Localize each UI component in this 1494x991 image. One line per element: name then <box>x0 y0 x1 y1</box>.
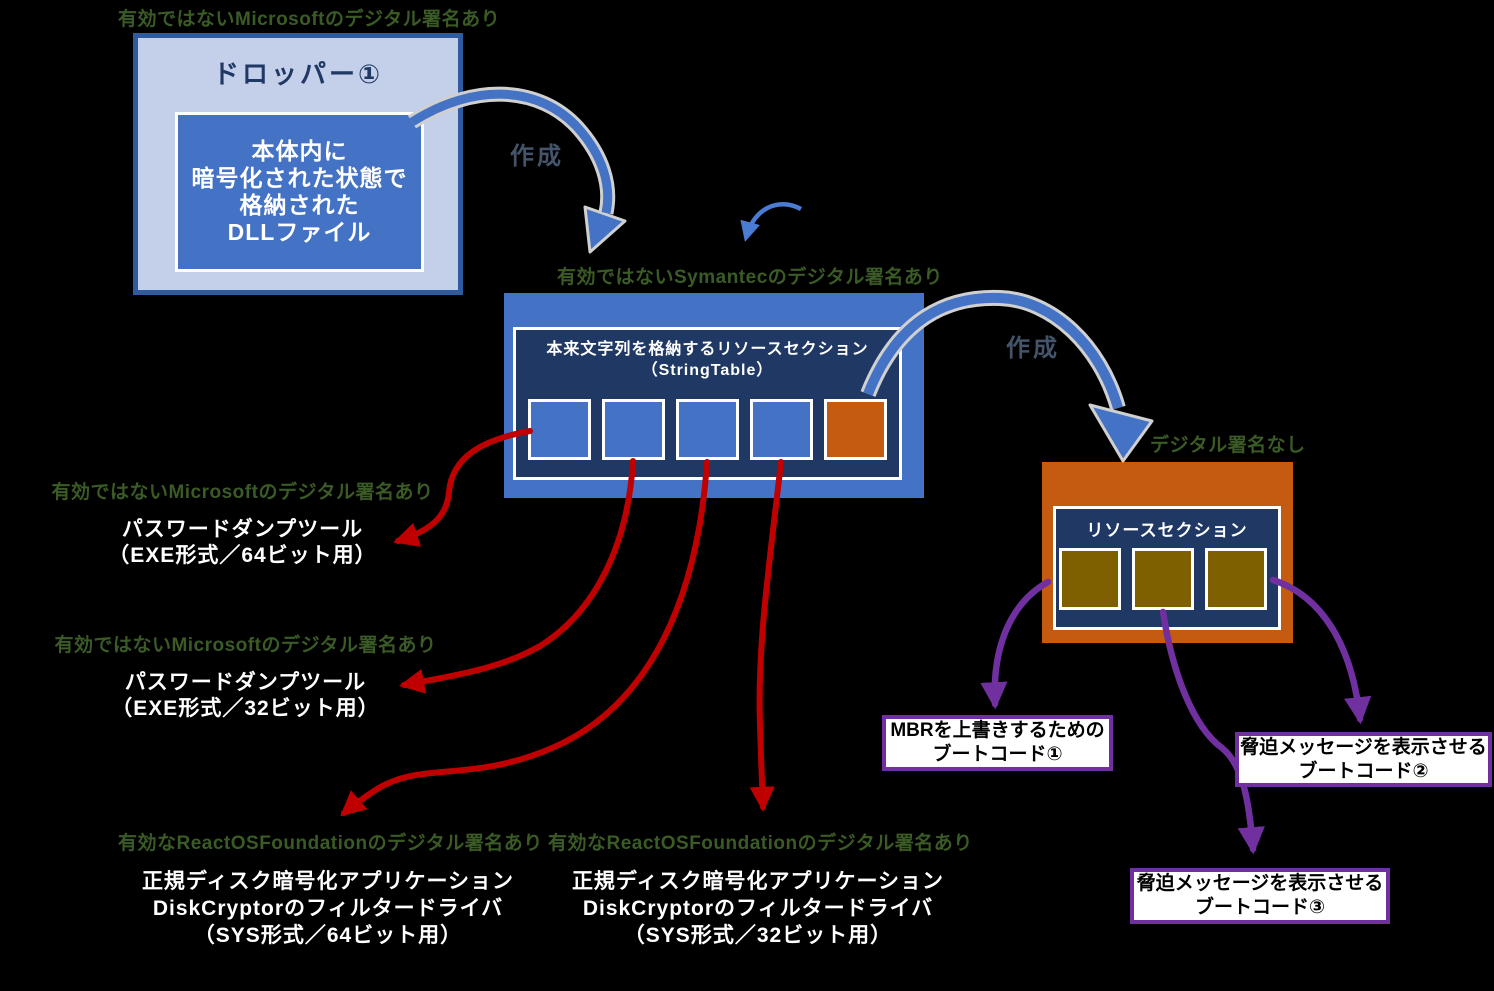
sys64-label-line1: 正規ディスク暗号化アプリケーション <box>141 870 515 893</box>
resource-slot-1 <box>1059 548 1121 610</box>
bootcode3-box: 脅迫メッセージを表示させる ブートコード③ <box>1130 868 1390 924</box>
bootcode3-line2: ブートコード③ <box>1194 897 1326 918</box>
bootcode1-box: MBRを上書きするための ブートコード① <box>882 715 1113 771</box>
dll-text-line1: 本体内に <box>251 138 348 164</box>
extracted-file-sys64: 有効なReactOSFoundationのデジタル署名あり 正規ディスク暗号化ア… <box>118 828 543 949</box>
sys32-signature-label: 有効なReactOSFoundationのデジタル署名あり <box>548 833 973 854</box>
exe64-signature-label: 有効ではないMicrosoftのデジタル署名あり <box>51 482 434 503</box>
purple-arrow-bootcode1 <box>980 578 1052 710</box>
resource-section-title: リソースセクション <box>1086 521 1248 540</box>
resource-slot-2 <box>1132 548 1194 610</box>
sys64-label-line3: （SYS形式／64ビット用） <box>193 924 463 947</box>
extracted-file-exe32: 有効ではないMicrosoftのデジタル署名あり パスワードダンプツール （EX… <box>38 630 453 722</box>
exe32-signature-label: 有効ではないMicrosoftのデジタル署名あり <box>54 635 437 656</box>
exe64-label-line2: （EXE形式／64ビット用） <box>108 544 377 567</box>
bootcode1-line1: MBRを上書きするための <box>890 720 1105 741</box>
stringtable-slot-3 <box>676 399 739 460</box>
stringtable-title-line2: （StringTable） <box>641 362 774 379</box>
dropper1-title: ドロッパー① <box>212 59 383 89</box>
bootcode2-line1: 脅迫メッセージを表示させる <box>1240 736 1487 758</box>
dll-text-line4: DLLファイル <box>227 219 372 245</box>
symantec-pointer-arrow <box>740 202 803 242</box>
encrypted-dll-box: 本体内に 暗号化された状態で 格納された DLLファイル <box>175 112 424 272</box>
sys32-label-line3: （SYS形式／32ビット用） <box>623 924 893 947</box>
stringtable-slot-4 <box>750 399 813 460</box>
sys32-label-line2: DiskCryptorのフィルタードライバ <box>582 897 934 920</box>
dropper1-signature-label: 有効ではないMicrosoftのデジタル署名あり <box>118 9 501 30</box>
dll-text-line3: 格納された <box>239 192 360 218</box>
bootcode2-box: 脅迫メッセージを表示させる ブートコード② <box>1235 732 1492 787</box>
create-label-2: 作成 <box>1006 335 1060 362</box>
create-arrow-2-head <box>1088 403 1154 463</box>
sys64-signature-label: 有効なReactOSFoundationのデジタル署名あり <box>118 833 543 854</box>
stringtable-slot-5-orange <box>824 399 887 460</box>
extracted-file-exe64: 有効ではないMicrosoftのデジタル署名あり パスワードダンプツール （EX… <box>35 477 450 569</box>
stringtable-title-line1: 本来文字列を格納するリソースセクション <box>546 341 869 358</box>
exe64-label-line1: パスワードダンプツール <box>121 518 364 541</box>
bootcode1-line2: ブートコード① <box>932 744 1063 765</box>
create-label-1: 作成 <box>510 143 564 170</box>
dropper2-signature-label: 有効ではないSymantecのデジタル署名あり <box>557 267 943 288</box>
bootcode3-line1: 脅迫メッセージを表示させる <box>1136 873 1384 894</box>
sys64-label-line2: DiskCryptorのフィルタードライバ <box>152 897 504 920</box>
sys32-label-line1: 正規ディスク暗号化アプリケーション <box>571 870 945 893</box>
create-arrow-1-head <box>583 205 627 254</box>
extracted-file-sys32: 有効なReactOSFoundationのデジタル署名あり 正規ディスク暗号化ア… <box>548 828 973 949</box>
resource-slot-3 <box>1205 548 1267 610</box>
bootcode2-line2: ブートコード② <box>1298 760 1429 782</box>
exe32-label-line2: （EXE形式／32ビット用） <box>111 697 380 720</box>
red-arrow-slot4-sys32 <box>749 459 784 813</box>
dropped-file-signature-label: デジタル署名なし <box>1150 435 1306 456</box>
stringtable-slot-1 <box>528 399 591 460</box>
stringtable-slot-2 <box>602 399 665 460</box>
exe32-label-line1: パスワードダンプツール <box>124 671 367 694</box>
purple-arrow-bootcode3 <box>1159 608 1265 855</box>
dll-text-line2: 暗号化された状態で <box>191 165 408 191</box>
